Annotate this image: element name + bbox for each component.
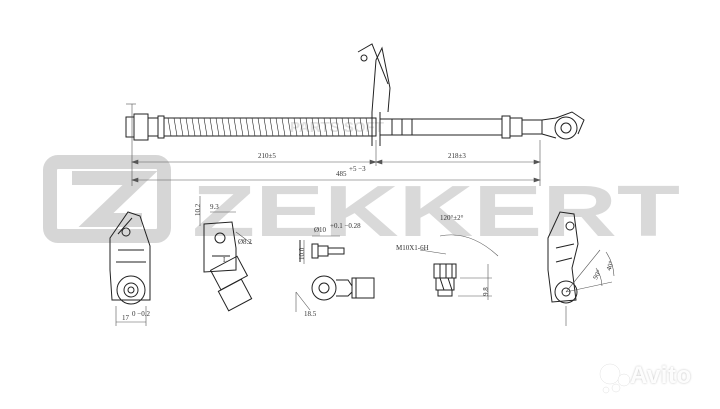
dim-9-8: 9.8 bbox=[482, 287, 490, 296]
thread-dimension-lines bbox=[419, 234, 499, 300]
zekkert-wordmark: ZEKKERT bbox=[192, 172, 680, 252]
parts-soft-watermark: PARTS SOFT bbox=[290, 119, 384, 136]
dim-10-2: 10.2 bbox=[194, 203, 202, 216]
label-l: L bbox=[223, 256, 227, 264]
hose-end-detail bbox=[299, 240, 375, 301]
brake-hose-assembly bbox=[125, 43, 585, 146]
dim-phi-10-tolerance: +0.1 −0.28 bbox=[330, 222, 361, 230]
dim-8-2: Ø8.2 bbox=[238, 238, 252, 246]
avito-watermark: Avito bbox=[630, 362, 692, 389]
dim-17-tolerance: 0 −0.2 bbox=[132, 310, 150, 318]
dim-10-0: 10.0 bbox=[298, 247, 306, 260]
dim-17: 17 bbox=[122, 314, 130, 322]
dim-angle-40: 40° bbox=[605, 260, 616, 272]
zekkert-logo-icon bbox=[43, 155, 171, 243]
dim-485-tolerance: +5 −3 bbox=[349, 165, 366, 173]
dim-angle-120: 120°±2° bbox=[440, 214, 464, 222]
dim-18-5: 18.5 bbox=[304, 310, 317, 318]
dim-9-3: 9.3 bbox=[210, 203, 219, 211]
dim-485: 485 bbox=[336, 170, 347, 178]
right-fitting-dimension-lines bbox=[565, 249, 615, 326]
avito-logo-icon bbox=[599, 363, 631, 394]
hose-dimension-lines bbox=[126, 103, 541, 186]
bracket-detail bbox=[203, 221, 253, 312]
zekkert-logo-z-icon bbox=[72, 171, 158, 227]
right-fitting-detail bbox=[547, 211, 579, 304]
hose-end-dimension-lines bbox=[295, 235, 340, 312]
dim-thread: M10X1-6H bbox=[396, 244, 429, 252]
thread-nut-detail bbox=[433, 263, 457, 297]
bracket-dimension-lines bbox=[199, 196, 253, 245]
dim-218: 218±3 bbox=[448, 152, 466, 160]
dim-angle-90: 90° bbox=[591, 268, 603, 281]
left-fitting-detail bbox=[109, 211, 151, 305]
zekkert-watermark: ZEKKERT PARTS SOFT bbox=[43, 119, 680, 252]
dim-17-lines bbox=[115, 306, 147, 326]
dim-210: 210±5 bbox=[258, 152, 276, 160]
dim-phi-10: Ø10 bbox=[314, 226, 327, 234]
